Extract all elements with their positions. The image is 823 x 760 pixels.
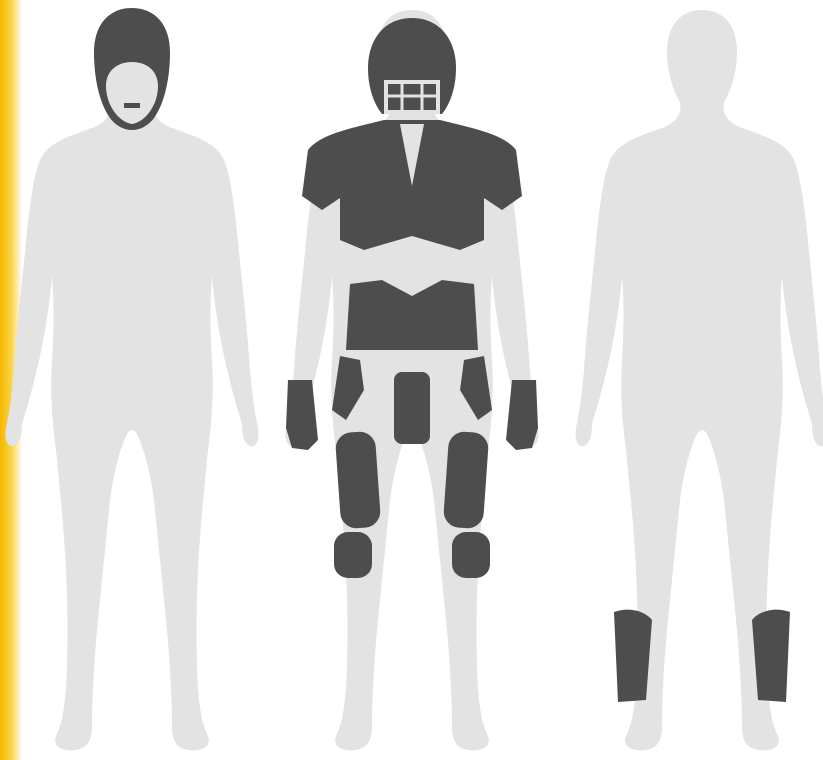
thigh-pad-right-gear	[443, 431, 490, 530]
figure-full-gear	[285, 10, 538, 750]
shin-guard-right-gear	[752, 610, 790, 702]
body-silhouette	[5, 10, 258, 750]
tailbone-pad-gear	[394, 372, 430, 444]
helmet-gear	[368, 18, 456, 114]
figure-soft-helmet	[5, 8, 258, 750]
glove-left-gear	[286, 380, 318, 450]
thigh-pad-left-gear	[335, 431, 382, 530]
figure-shin-guards	[575, 10, 823, 750]
glove-right-gear	[506, 380, 538, 450]
knee-pad-right-gear	[452, 532, 490, 578]
mouth-mark	[124, 103, 140, 108]
shin-guard-left-gear	[614, 610, 652, 702]
knee-pad-left-gear	[334, 532, 372, 578]
